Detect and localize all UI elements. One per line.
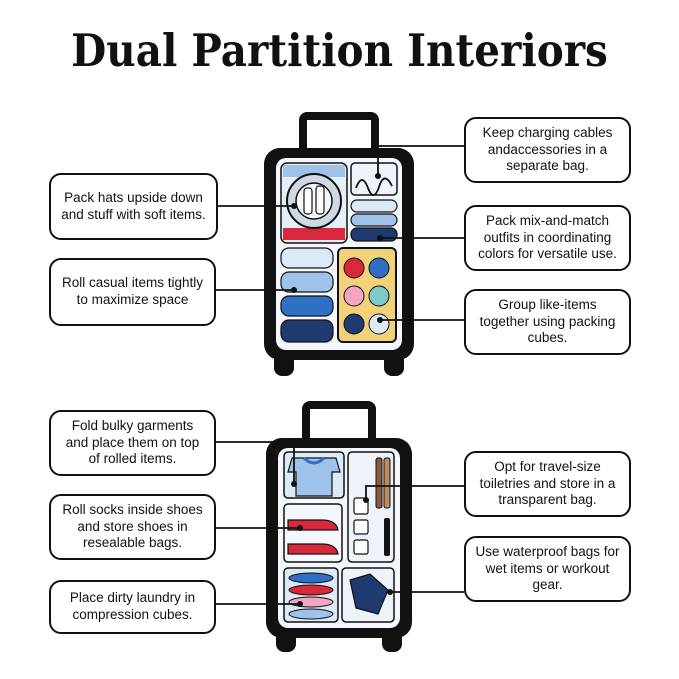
callout-dirty-laundry: Place dirty laundry in compression cubes… — [49, 580, 216, 634]
callout-toiletries: Opt for travel-size toiletries and store… — [464, 451, 631, 517]
callout-roll-casual: Roll casual items tightly to maximize sp… — [49, 258, 216, 326]
cables-pouch-icon — [350, 162, 398, 196]
connector-dots — [291, 173, 393, 607]
connector-lines — [190, 145, 464, 605]
callout-waterproof: Use waterproof bags for wet items or wor… — [464, 536, 631, 602]
callout-fold-bulky: Fold bulky garments and place them on to… — [49, 410, 216, 476]
callout-charging-cables: Keep charging cables andaccessories in a… — [464, 117, 631, 183]
callout-roll-socks: Roll socks inside shoes and store shoes … — [49, 494, 216, 560]
callout-mix-match: Pack mix-and-match outfits in coordinati… — [464, 205, 631, 271]
page-title: Dual Partition Interiors — [71, 24, 608, 77]
top-suitcase — [264, 112, 414, 376]
bottom-suitcase — [266, 401, 412, 652]
callout-pack-hats: Pack hats upside down and stuff with sof… — [49, 173, 218, 240]
callout-packing-cubes: Group like-items together using packing … — [464, 289, 631, 355]
